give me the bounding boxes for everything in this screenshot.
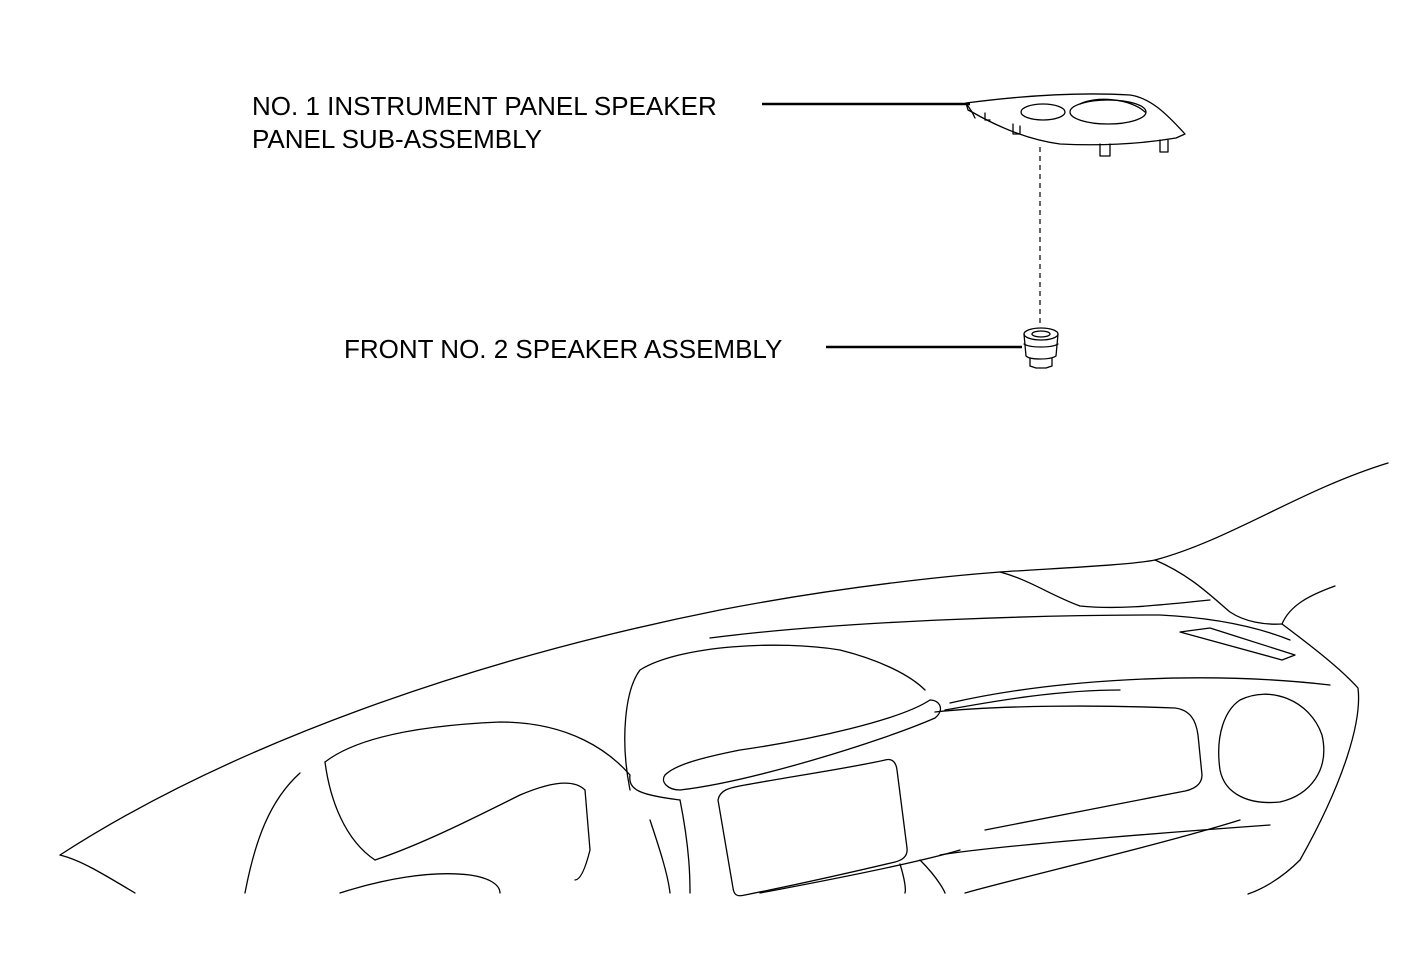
speaker-panel-part xyxy=(965,93,1186,157)
dashboard-outline xyxy=(59,462,1389,897)
speaker-callout-line1: FRONT NO. 2 SPEAKER ASSEMBLY xyxy=(344,334,783,364)
panel-callout-line2: PANEL SUB-ASSEMBLY xyxy=(252,124,542,154)
panel-callout-line1: NO. 1 INSTRUMENT PANEL SPEAKER xyxy=(252,91,717,121)
speaker-assembly-part xyxy=(1023,327,1059,369)
panel-subassembly-callout: NO. 1 INSTRUMENT PANEL SPEAKER PANEL SUB… xyxy=(252,90,717,156)
speaker-assembly-callout: FRONT NO. 2 SPEAKER ASSEMBLY xyxy=(344,333,782,366)
